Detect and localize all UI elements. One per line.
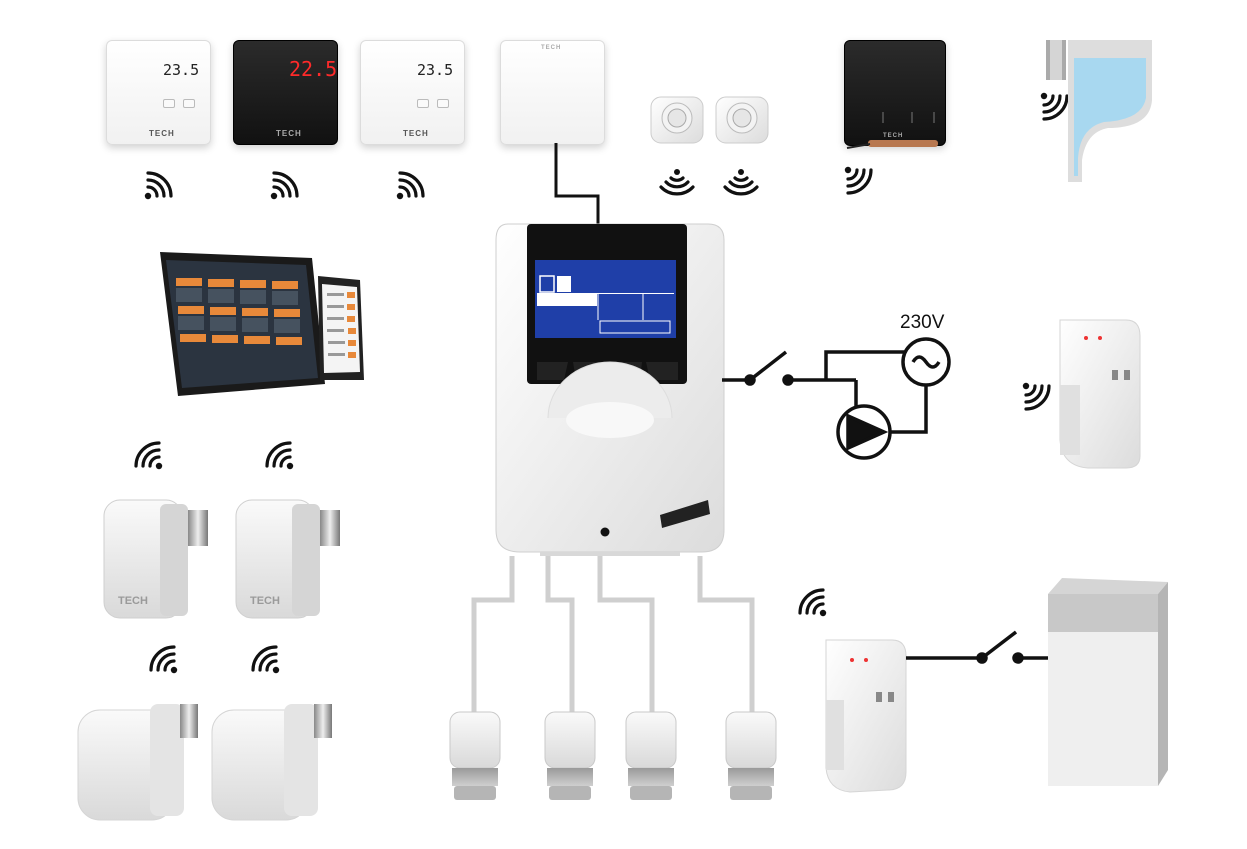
wireless-relay-module: [1059, 319, 1141, 469]
actuator-3: [625, 711, 677, 800]
controller-time-value: 01:55: [646, 308, 675, 320]
wireless-signal-icon: [265, 441, 295, 471]
radiator-head-2: TECH: [235, 499, 340, 619]
wireless-signal-icon: [798, 588, 828, 618]
controller-button-minus-label: —: [586, 347, 593, 354]
wireless-signal-icon: [395, 171, 425, 201]
wireless-signal-icon: [143, 171, 173, 201]
thermostat-button-plus: [183, 99, 195, 108]
wired-room-sensor: TECH: [500, 40, 605, 145]
thermostat-display: 23.5: [417, 61, 454, 79]
wireless-signal-icon: [134, 441, 164, 471]
knob-thermostat-1: [650, 96, 704, 144]
external-sensor-black: TECH: [844, 40, 946, 146]
controller-brand: TECH: [572, 226, 627, 245]
pump-circuit: [722, 337, 951, 460]
wireless-signal-icon: [251, 645, 281, 675]
actuator-4: [725, 711, 777, 800]
radiator-head-3: [77, 704, 198, 821]
controller-col-time-label: ČAS: [646, 296, 666, 306]
sensor-brand: TECH: [541, 45, 562, 51]
thermostat-brand: TECH: [276, 129, 302, 138]
wireless-signal-icon: [659, 167, 695, 196]
controller-temp-value: 21.5°: [556, 310, 599, 330]
window-sensor: [1046, 40, 1152, 182]
wireless-signal-icon: [843, 165, 873, 195]
radiator-head-1: TECH: [103, 499, 208, 619]
sensor-brand: TECH: [883, 133, 904, 139]
thermostat-brand: TECH: [149, 129, 175, 138]
tablet-app: [160, 252, 325, 396]
controller-zone-1: 1: [543, 274, 552, 291]
radiator-head-4: [211, 704, 332, 821]
thermostat-display: 23.5: [163, 61, 200, 79]
controller-clock: 23:51: [633, 260, 667, 275]
sensor-cable: [554, 143, 600, 226]
thermostat-button-minus: [163, 99, 175, 108]
phone-app: [318, 276, 364, 380]
wireless-signal-icon: [1021, 381, 1051, 411]
thermostat-display-red: 22.5: [289, 57, 338, 81]
controller-button-menu-label: MENU: [650, 350, 668, 356]
actuator-wires: [471, 556, 755, 716]
radiator-brand: TECH: [118, 595, 148, 607]
thermostat-button-plus: [437, 99, 449, 108]
controller-col-set-label: ZADANÁ: [602, 296, 640, 306]
thermostat-button-minus: [417, 99, 429, 108]
thermostat-brand: TECH: [403, 129, 429, 138]
wireless-signal-icon: [1039, 91, 1069, 121]
actuator-2: [544, 711, 596, 800]
wireless-signal-icon: [149, 645, 179, 675]
room-thermostat-white-2: 23.5 TECH: [360, 40, 465, 145]
controller-button-plus-label: +: [619, 346, 624, 355]
radiator-brand: TECH: [250, 595, 280, 607]
wireless-relay-module-2: [825, 639, 907, 793]
main-controller: [495, 223, 725, 556]
wireless-signal-icon: [269, 171, 299, 201]
room-thermostat-white-1: 23.5 TECH: [106, 40, 211, 145]
heating-device-label: VYKUROVACIE ZARIADENIE: [1062, 591, 1178, 833]
actuator-1: [449, 711, 501, 800]
controller-zone-2: 2: [560, 274, 569, 291]
room-thermostat-black: 22.5 TECH: [233, 40, 338, 145]
controller-set-value: 8.9°C: [601, 308, 629, 320]
wireless-signal-icon: [723, 167, 759, 196]
voltage-label: 230V: [900, 312, 945, 333]
knob-thermostat-2: [715, 96, 769, 144]
controller-button-exit-label: EXIT: [541, 350, 555, 356]
controller-col-temp-label: TEMP.: [556, 296, 583, 306]
heating-device-switch: [906, 630, 1050, 664]
